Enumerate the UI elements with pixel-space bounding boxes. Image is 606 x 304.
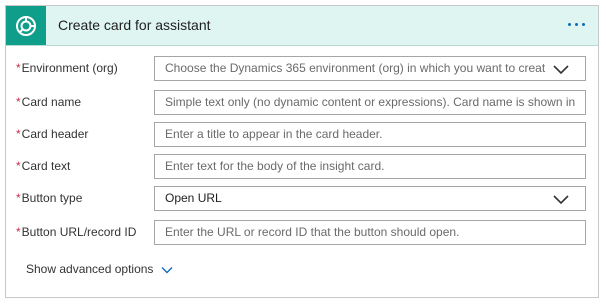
button-url-row: *Button URL/record ID Enter the URL or r… [6, 220, 598, 245]
button-url-label: *Button URL/record ID [16, 225, 136, 240]
required-mark: * [16, 95, 21, 109]
card-header-row: *Card header Enter a title to appear in … [6, 122, 598, 147]
card-header-label-text: Card header [21, 127, 89, 141]
chevron-down-icon[interactable] [553, 193, 569, 205]
required-mark: * [16, 127, 21, 141]
card-name-label: *Card name [16, 95, 81, 110]
environment-dropdown[interactable]: Choose the Dynamics 365 environment (org… [154, 56, 586, 81]
button-type-label-text: Button type [21, 191, 83, 205]
action-card: Create card for assistant *Environment (… [5, 5, 599, 298]
required-mark: * [16, 159, 21, 173]
button-url-input[interactable]: Enter the URL or record ID that the butt… [154, 220, 586, 245]
environment-placeholder: Choose the Dynamics 365 environment (org… [165, 61, 546, 75]
required-mark: * [16, 191, 21, 205]
chevron-down-icon [161, 266, 173, 273]
environment-row: *Environment (org) Choose the Dynamics 3… [6, 56, 598, 81]
button-type-row: *Button type Open URL [6, 186, 598, 211]
button-type-value: Open URL [165, 191, 222, 205]
dynamics-logo-icon [6, 6, 46, 45]
chevron-down-icon[interactable] [553, 63, 569, 75]
show-advanced-options-label: Show advanced options [26, 262, 154, 276]
card-name-row: *Card name Simple text only (no dynamic … [6, 90, 598, 115]
card-header[interactable]: Create card for assistant [6, 6, 598, 46]
button-url-label-text: Button URL/record ID [21, 225, 137, 239]
required-mark: * [16, 61, 21, 75]
show-advanced-options-button[interactable]: Show advanced options [26, 262, 173, 277]
button-type-label: *Button type [16, 191, 82, 206]
more-options-icon[interactable] [562, 12, 590, 36]
environment-label: *Environment (org) [16, 61, 118, 76]
card-header-label: *Card header [16, 127, 88, 142]
card-text-input[interactable]: Enter text for the body of the insight c… [154, 154, 586, 179]
card-title: Create card for assistant [58, 17, 211, 33]
card-text-row: *Card text Enter text for the body of th… [6, 154, 598, 179]
card-name-input[interactable]: Simple text only (no dynamic content or … [154, 90, 586, 115]
card-header-input[interactable]: Enter a title to appear in the card head… [154, 122, 586, 147]
card-text-label: *Card text [16, 159, 70, 174]
card-name-label-text: Card name [21, 95, 82, 109]
environment-label-text: Environment (org) [21, 61, 118, 75]
button-type-dropdown[interactable]: Open URL [154, 186, 586, 211]
card-text-label-text: Card text [21, 159, 71, 173]
required-mark: * [16, 225, 21, 239]
